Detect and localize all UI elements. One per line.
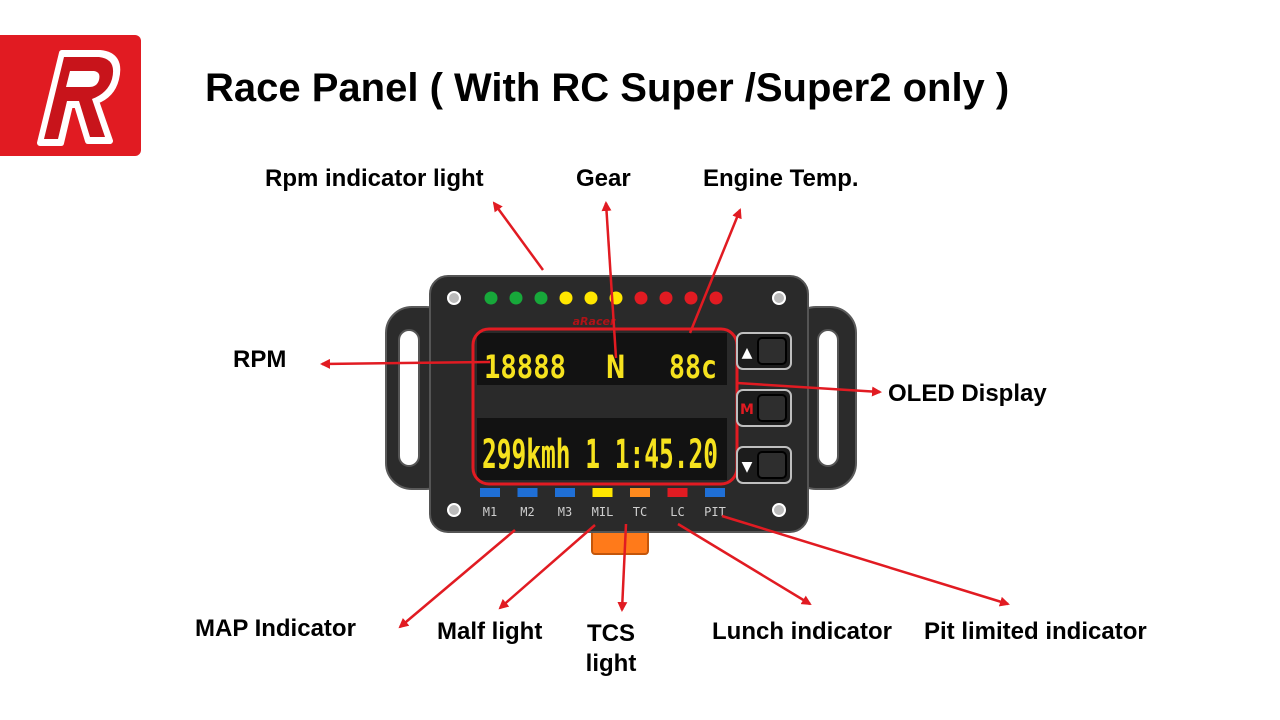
arrow-tcs-light (617, 523, 628, 612)
panel-button-1[interactable]: ▲ (736, 332, 792, 370)
panel-brand: aRacer (573, 315, 616, 328)
panel-buttons: ▲ M ▼ (736, 332, 792, 484)
label-tcs-line-1: TCS (587, 620, 635, 647)
indicator-row: M1 M2 M3 MIL TC LC PIT (480, 488, 726, 519)
arrow-malf-light (498, 524, 596, 610)
rpm-led-10 (709, 291, 723, 305)
rpm-led-9 (684, 291, 698, 305)
label-gear: Gear (576, 165, 631, 192)
panel-button-symbol: ▼ (742, 459, 753, 475)
oled-line-2: 299kmh 1 1:45.20 (482, 432, 718, 478)
rpm-led-2 (509, 291, 523, 305)
label-rpm-indicator-light: Rpm indicator light (265, 165, 484, 192)
arrow-oled-display (736, 381, 882, 397)
arrow-rpm (320, 358, 491, 369)
rpm-led-1 (484, 291, 498, 305)
arrow-lunch-indicator (677, 522, 812, 606)
screw-icons (447, 291, 786, 517)
label-pit-limited-indicator: Pit limited indicator (924, 618, 1147, 645)
oled-temp-value: 88c (669, 348, 717, 386)
label-lunch-indicator: Lunch indicator (712, 618, 892, 645)
oled-rpm-value: 18888 (484, 348, 566, 386)
indicator-label-m1: M1 (483, 505, 497, 519)
indicator-lamp-mil (592, 488, 613, 497)
arrow-map-indicator (398, 529, 516, 629)
indicator-label-pit: PIT (704, 505, 726, 519)
rpm-led-7 (634, 291, 648, 305)
arrow-gear (601, 201, 618, 359)
panel-button-symbol: ▲ (742, 345, 753, 361)
panel-button-symbol: M (740, 402, 754, 418)
panel-button-2[interactable]: M (736, 389, 792, 427)
panel-button-3[interactable]: ▼ (736, 446, 792, 484)
label-rpm: RPM (233, 346, 287, 373)
indicator-lamp-tc (630, 488, 650, 497)
oled-window-top (477, 333, 727, 385)
label-malf-light: Malf light (437, 618, 543, 645)
indicator-lamp-m3 (555, 488, 575, 497)
label-oled-display: OLED Display (888, 380, 1047, 407)
rpm-led-5 (584, 291, 598, 305)
slide-title: Race Panel ( With RC Super /Super2 only … (205, 66, 1010, 110)
label-tcs-line-2: light (585, 650, 637, 677)
indicator-label-lc: LC (670, 505, 684, 519)
oled-gear-value: N (606, 348, 625, 386)
indicator-lamp-m1 (480, 488, 500, 497)
oled-window-bottom (477, 418, 727, 480)
arrow-pit-limited-indicator (721, 514, 1010, 607)
rpm-led-4 (559, 291, 573, 305)
indicator-label-tc: TC (633, 505, 647, 519)
label-map-indicator: MAP Indicator (195, 615, 356, 642)
label-tcs-light: TCS light (582, 619, 640, 679)
indicator-lamp-m2 (517, 488, 538, 497)
indicator-lamp-pit (705, 488, 725, 497)
arrow-engine-temp (688, 208, 742, 334)
r-logo-icon (37, 50, 121, 146)
arrow-rpm-indicator-light (492, 201, 545, 271)
rpm-led-3 (534, 291, 548, 305)
label-engine-temp: Engine Temp. (703, 165, 859, 192)
indicator-label-m3: M3 (558, 505, 572, 519)
indicator-label-mil: MIL (592, 505, 614, 519)
indicator-lamp-lc (667, 488, 688, 497)
indicator-label-m2: M2 (520, 505, 534, 519)
callout-arrows (320, 201, 1010, 629)
brand-logo (0, 35, 141, 156)
rpm-led-8 (659, 291, 673, 305)
